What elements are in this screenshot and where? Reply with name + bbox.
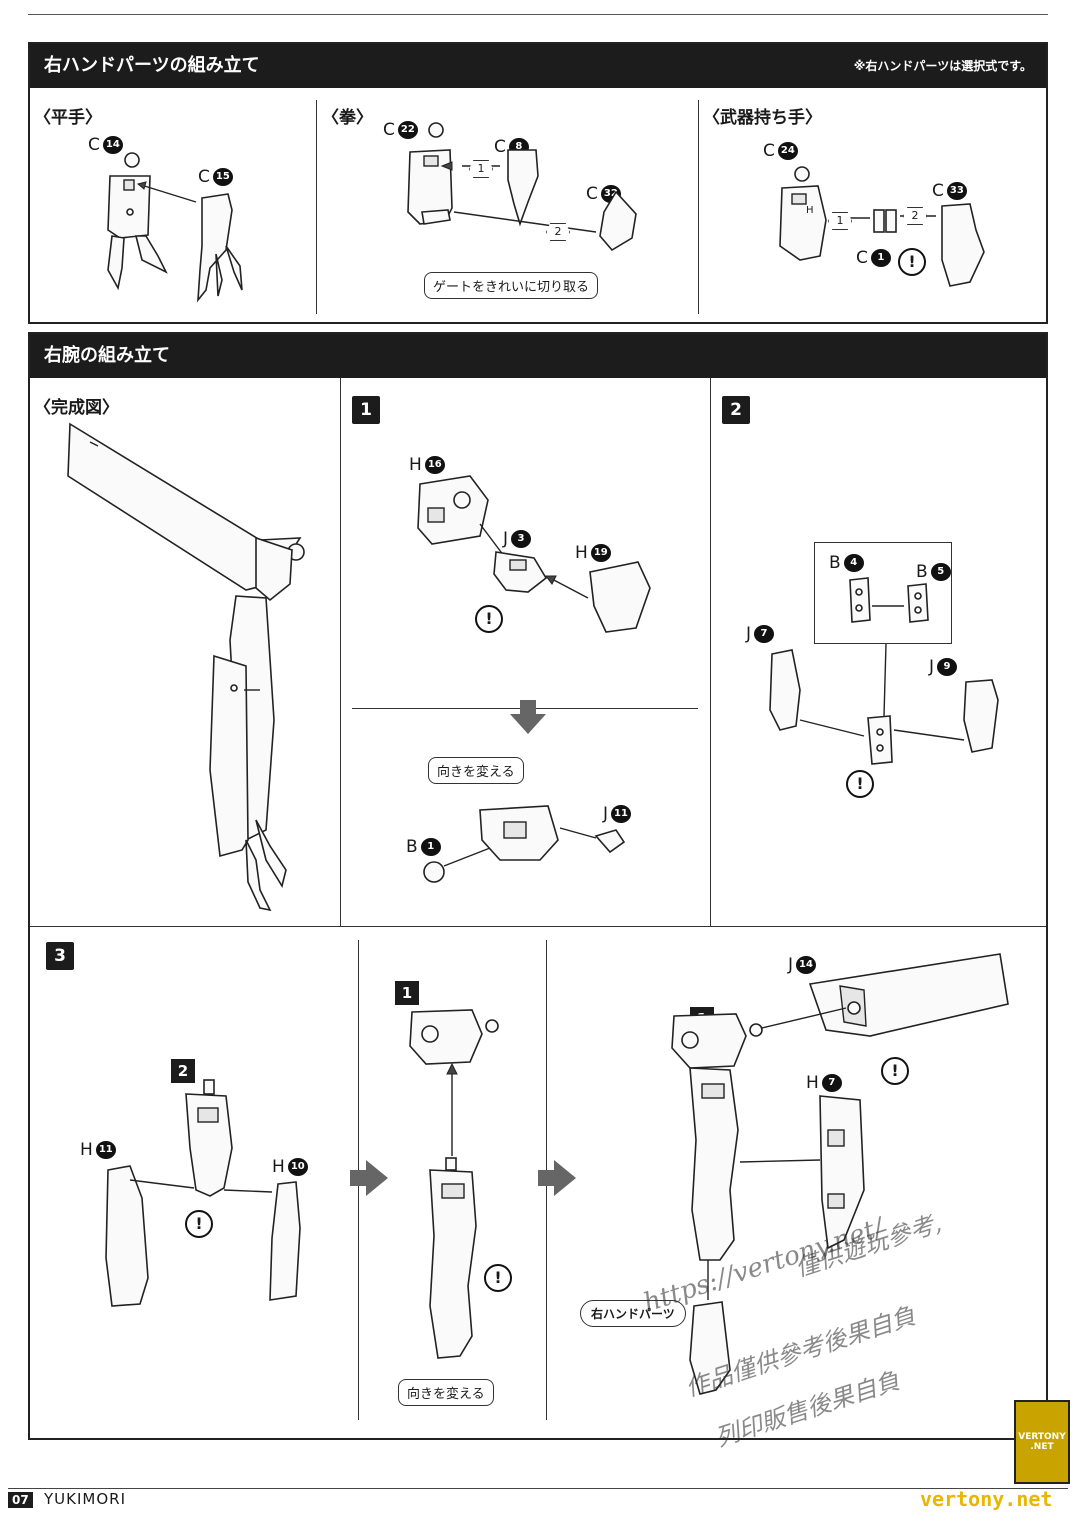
page-number: 07 [8, 1492, 33, 1508]
part-number-badge: 14 [102, 136, 123, 154]
caution-icon: ! [484, 1264, 512, 1292]
step-badge: 2 [722, 396, 750, 424]
step2-diagram [769, 577, 999, 765]
part-number-badge: 10 [287, 1158, 308, 1176]
assembly-step-number: 1 [828, 212, 852, 230]
step3c-diagram [671, 953, 1009, 1395]
hand-section-title: 右ハンドパーツの組み立て [44, 55, 260, 76]
part-number-badge: 1 [870, 249, 891, 267]
step-badge: 3 [46, 942, 74, 970]
caution-icon: ! [898, 248, 926, 276]
hand-section-note: ※右ハンドパーツは選択式です。 [853, 59, 1032, 73]
assembly-step-number: 1 [469, 160, 493, 178]
part-number-badge: 11 [95, 1141, 116, 1159]
divider [698, 100, 699, 314]
sub-step-badge: 1 [395, 981, 419, 1005]
divider [30, 926, 1046, 927]
complete-view-title: 〈完成図〉 [34, 398, 119, 418]
step1b-diagram [423, 805, 626, 883]
footer-rule [8, 1488, 1068, 1489]
turn-around-callout: 向きを変える [428, 757, 524, 784]
part-number-badge: 7 [754, 625, 775, 643]
part-number-badge: 11 [611, 805, 632, 823]
part-number-badge: 33 [946, 182, 967, 200]
part-number-badge: 3 [511, 530, 532, 548]
fist-diagram [407, 122, 637, 252]
divider [340, 378, 341, 926]
part-number-badge: 1 [420, 838, 441, 856]
flat-hand-diagram [107, 152, 243, 303]
step1-diagram [417, 475, 651, 633]
part-number-badge: 15 [212, 168, 233, 186]
part-number-badge: 16 [424, 456, 445, 474]
right-arrow-icon [350, 1160, 388, 1196]
panel-title-fist: 〈拳〉 [322, 108, 373, 128]
arm-section-title: 右腕の組み立て [44, 345, 170, 366]
step-badge: 1 [352, 396, 380, 424]
part-number-badge: 9 [937, 658, 958, 676]
hand-section-header: 右ハンドパーツの組み立て ※右ハンドパーツは選択式です。 [30, 44, 1046, 88]
watermark-site: vertony.net [920, 1487, 1053, 1511]
step3a-diagram [105, 1079, 301, 1307]
part-number-badge: 7 [821, 1074, 842, 1092]
arm-section-header: 右腕の組み立て [30, 334, 1046, 378]
sub-step-badge: 2 [171, 1059, 195, 1083]
caution-icon: ! [846, 770, 874, 798]
caution-icon: ! [881, 1057, 909, 1085]
assembly-step-number: 2 [903, 207, 927, 225]
h-marker-label: H [806, 205, 814, 216]
part-number-badge: 24 [777, 142, 798, 160]
divider [710, 378, 711, 926]
caution-icon: ! [475, 605, 503, 633]
right-arrow-icon [538, 1160, 576, 1196]
part-number-badge: 19 [590, 544, 611, 562]
inset-box [814, 542, 952, 644]
turn-around-callout: 向きを変える [398, 1379, 494, 1406]
weapon-hand-diagram [779, 166, 985, 287]
down-arrow-icon [510, 700, 546, 734]
caution-icon: ! [185, 1210, 213, 1238]
assembly-step-number: 2 [546, 223, 570, 241]
watermark-logo: VERTONY .NET [1014, 1400, 1070, 1484]
gate-trim-callout: ゲートをきれいに切り取る [424, 272, 599, 299]
part-number-badge: 22 [397, 121, 418, 139]
panel-title-flat-hand: 〈平手〉 [34, 108, 102, 128]
brand-name: YUKIMORI [44, 1490, 126, 1508]
right-hand-parts-callout: 右ハンドパーツ [580, 1300, 686, 1327]
panel-title-weapon-hand: 〈武器持ち手〉 [703, 108, 822, 128]
divider [316, 100, 317, 314]
top-rule [28, 14, 1048, 15]
part-number-badge: 4 [843, 554, 864, 572]
step3b-diagram [409, 1009, 499, 1359]
complete-arm-diagram [67, 422, 305, 912]
part-number-badge: 5 [930, 563, 951, 581]
part-number-badge: 14 [796, 956, 817, 974]
